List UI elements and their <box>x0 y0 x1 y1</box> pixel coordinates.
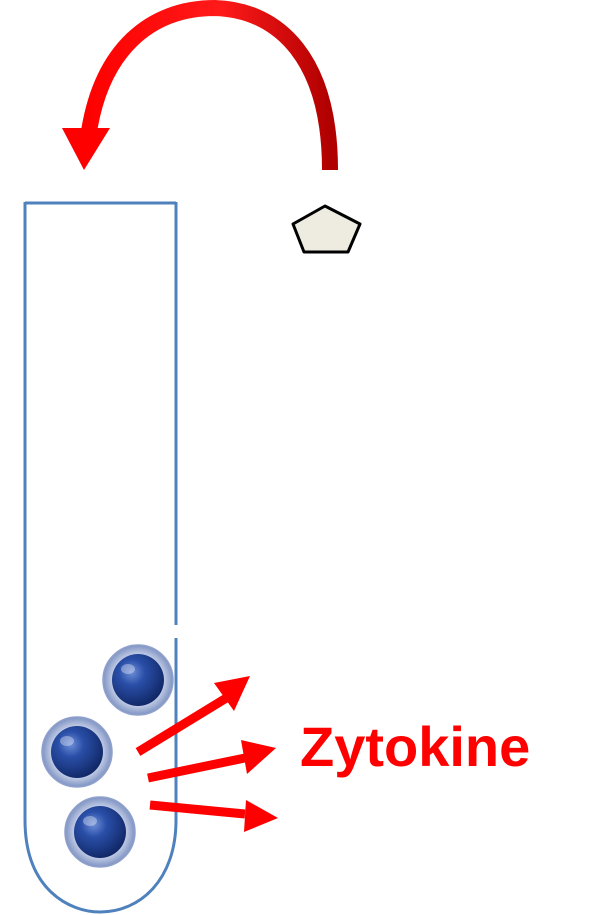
cell <box>102 644 174 716</box>
cell <box>64 796 136 868</box>
pentagon-molecule-icon <box>291 204 362 254</box>
cytokine-arrow <box>149 800 278 832</box>
cytokine-label: Zytokine <box>300 715 530 778</box>
transfer-arrow-head <box>62 128 110 170</box>
cytokine-arrow <box>135 676 250 756</box>
cytokine-arrow <box>147 740 276 783</box>
cell <box>41 716 113 788</box>
test-tube <box>23 202 178 914</box>
transfer-arrow-arc <box>80 0 338 171</box>
transfer-arrow <box>62 0 338 171</box>
